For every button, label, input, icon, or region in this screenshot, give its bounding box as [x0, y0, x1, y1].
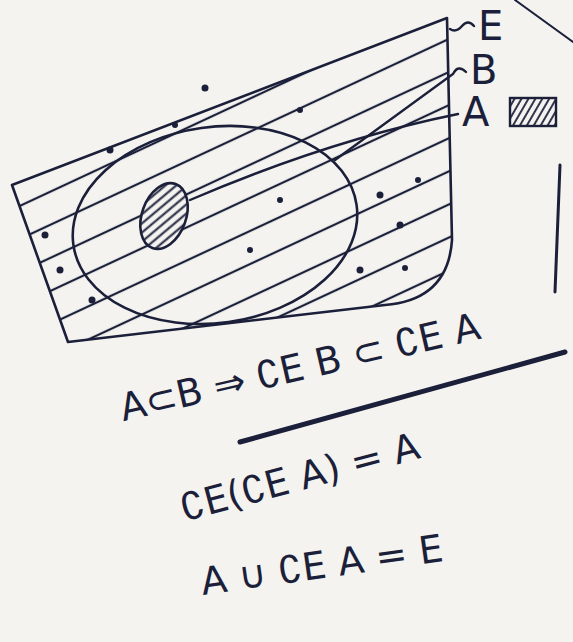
complement-hatching — [12, 18, 452, 342]
subset-oval-outline — [138, 178, 190, 254]
set-formula: A ∪ ∁E A = E — [194, 526, 450, 606]
universal-set: EBA — [10, 12, 460, 342]
subset-ground — [132, 177, 197, 256]
subset-hatching — [132, 177, 197, 256]
hatch-swatch — [510, 98, 556, 126]
leader-line — [335, 68, 466, 160]
margin-line — [515, 0, 573, 42]
set-label: B — [470, 50, 497, 90]
leader-line — [450, 23, 474, 31]
set-oval-outline — [70, 125, 360, 325]
universal-set-outline — [10, 12, 460, 342]
set-label: E — [478, 6, 503, 46]
set-label: A — [462, 92, 489, 132]
set-oval: BA — [70, 125, 360, 325]
element-dots — [42, 85, 422, 304]
margin-line — [555, 165, 560, 292]
set-formula: ∁E(∁E A) = A — [171, 423, 428, 533]
subset-oval: A — [138, 178, 190, 254]
